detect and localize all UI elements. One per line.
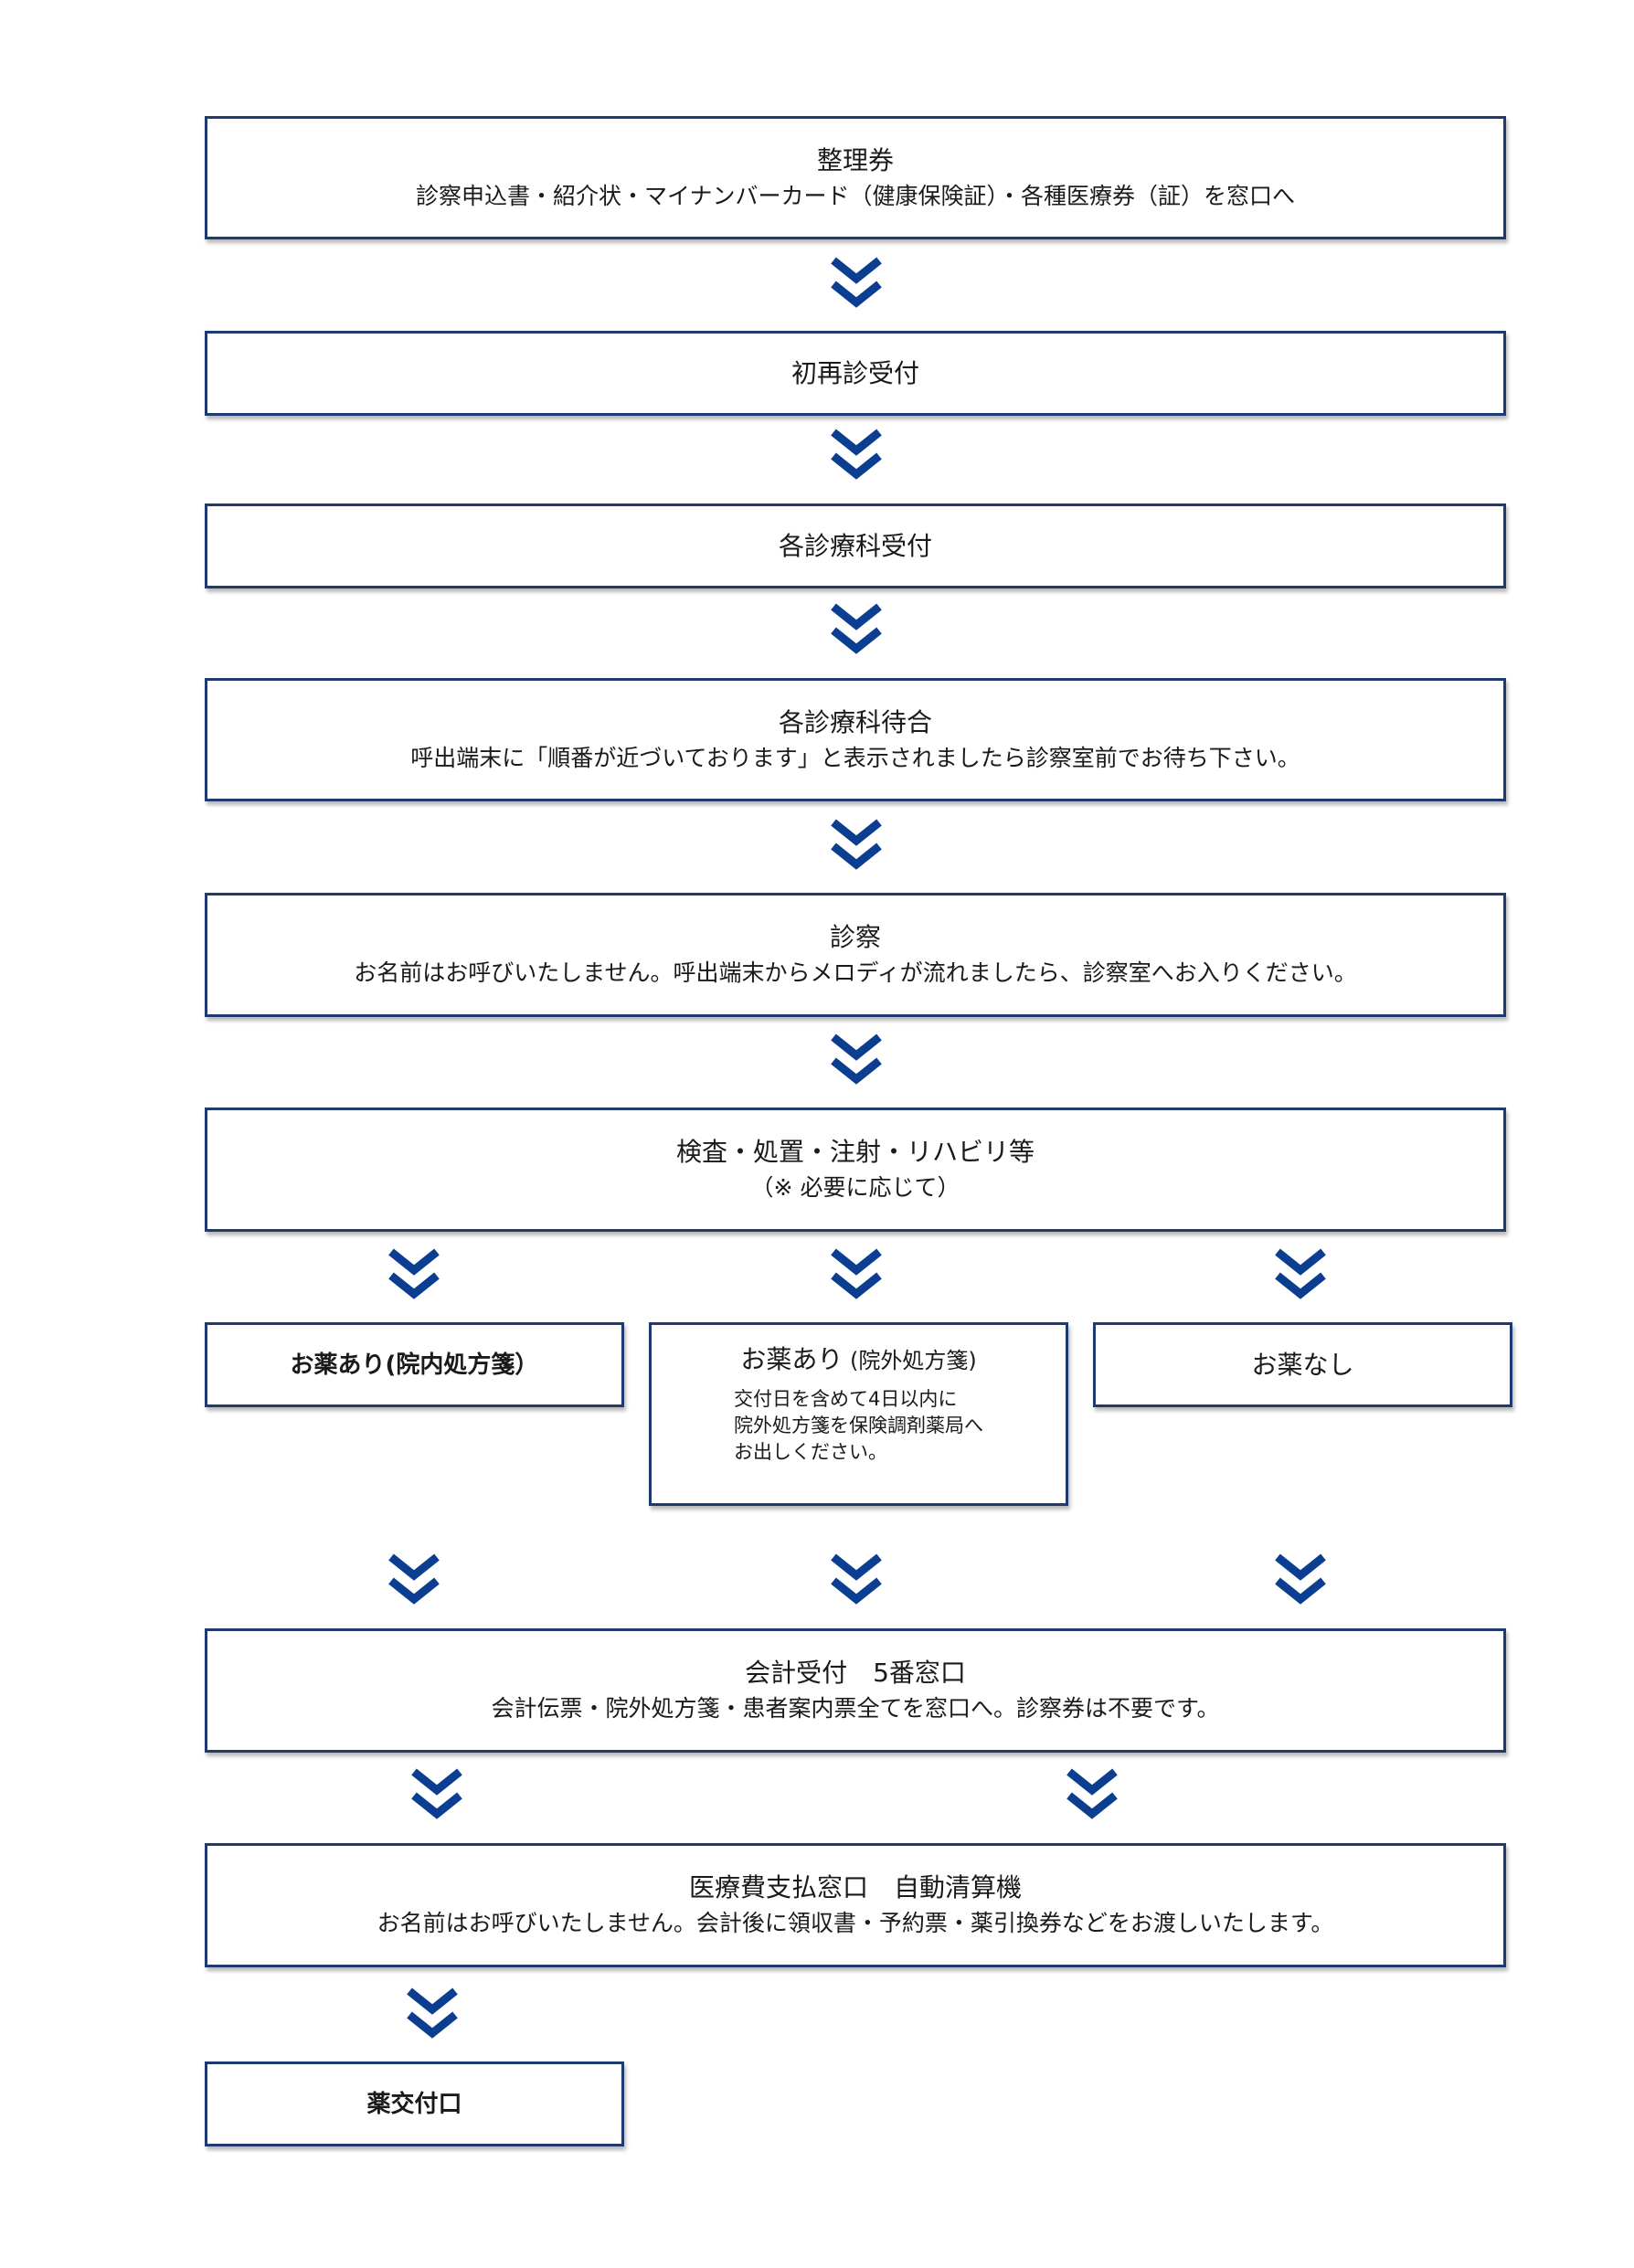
step-medicine-outside-box: お薬あり (院外処方箋) 交付日を含めて4日以内に 院外処方箋を保険調剤薬局へ … bbox=[649, 1322, 1068, 1506]
arrow-down-icon bbox=[829, 1553, 884, 1608]
step-medicine-outside-note-line: 交付日を含めて4日以内に bbox=[734, 1388, 958, 1410]
step-pharmacy-window-title: 薬交付口 bbox=[366, 2090, 462, 2118]
step-tests-title: 検査・処置・注射・リハビリ等 bbox=[675, 1137, 1035, 1167]
step-department-waiting-box: 各診療科待合 呼出端末に「順番が近づいております」と表示されましたら診察室前でお… bbox=[205, 678, 1506, 801]
arrow-down-icon bbox=[829, 429, 884, 483]
arrow-down-icon bbox=[405, 1987, 460, 2042]
step-medicine-outside-note: 交付日を含めて4日以内に 院外処方箋を保険調剤薬局へ お出しください。 bbox=[734, 1386, 983, 1466]
step-no-medicine-title: お薬なし bbox=[1251, 1349, 1354, 1380]
step-department-reception-box: 各診療科受付 bbox=[205, 503, 1506, 588]
step-accounting-subtitle: 会計伝票・院外処方箋・患者案内票全てを窓口へ。診察券は不要です。 bbox=[491, 1695, 1220, 1722]
step-tests-box: 検査・処置・注射・リハビリ等 （※ 必要に応じて） bbox=[205, 1108, 1506, 1232]
step-payment-subtitle: お名前はお呼びいたしません。会計後に領収書・予約票・薬引換券などをお渡しいたしま… bbox=[377, 1910, 1334, 1936]
arrow-down-icon bbox=[829, 1033, 884, 1088]
step-ticket-title: 整理券 bbox=[816, 144, 894, 175]
step-examination-box: 診察 お名前はお呼びいたしません。呼出端末からメロディが流れましたら、診察室へお… bbox=[205, 893, 1506, 1017]
step-department-waiting-subtitle: 呼出端末に「順番が近づいております」と表示されましたら診察室前でお待ち下さい。 bbox=[410, 744, 1300, 771]
arrow-down-icon bbox=[1273, 1248, 1328, 1303]
step-payment-title: 医療費支払窓口 自動清算機 bbox=[688, 1872, 1022, 1902]
step-medicine-outside-title: お薬あり (院外処方箋) bbox=[740, 1341, 976, 1379]
step-medicine-outside-title-paren: (院外処方箋) bbox=[843, 1348, 977, 1373]
step-ticket-subtitle: 診察申込書・紹介状・マイナンバーカード（健康保険証）・各種医療券（証）を窓口へ bbox=[415, 182, 1295, 209]
arrow-down-icon bbox=[829, 257, 884, 312]
arrow-down-icon bbox=[1273, 1553, 1328, 1608]
step-medicine-inhouse-title: お薬あり(院内処方箋） bbox=[290, 1351, 539, 1379]
arrow-down-icon bbox=[387, 1248, 441, 1303]
step-department-reception-title: 各診療科受付 bbox=[778, 530, 932, 561]
step-pharmacy-window-box: 薬交付口 bbox=[205, 2061, 624, 2146]
step-medicine-outside-note-line: お出しください。 bbox=[734, 1441, 887, 1463]
step-medicine-outside-note-line: 院外処方箋を保険調剤薬局へ bbox=[734, 1415, 983, 1436]
step-payment-box: 医療費支払窓口 自動清算機 お名前はお呼びいたしません。会計後に領収書・予約票・… bbox=[205, 1843, 1506, 1967]
arrow-down-icon bbox=[829, 1248, 884, 1303]
step-accounting-box: 会計受付 5番窓口 会計伝票・院外処方箋・患者案内票全てを窓口へ。診察券は不要で… bbox=[205, 1628, 1506, 1753]
arrow-down-icon bbox=[829, 819, 884, 874]
arrow-down-icon bbox=[387, 1553, 441, 1608]
arrow-down-icon bbox=[829, 603, 884, 658]
step-tests-subtitle: （※ 必要に応じて） bbox=[750, 1174, 960, 1201]
step-no-medicine-box: お薬なし bbox=[1093, 1322, 1512, 1407]
step-examination-subtitle: お名前はお呼びいたしません。呼出端末からメロディが流れましたら、診察室へお入りく… bbox=[354, 959, 1357, 986]
step-department-waiting-title: 各診療科待合 bbox=[778, 706, 932, 737]
step-medicine-outside-title-main: お薬あり bbox=[740, 1344, 844, 1374]
step-ticket-box: 整理券 診察申込書・紹介状・マイナンバーカード（健康保険証）・各種医療券（証）を… bbox=[205, 116, 1506, 239]
step-medicine-inhouse-box: お薬あり(院内処方箋） bbox=[205, 1322, 624, 1407]
step-first-revisit-reception-box: 初再診受付 bbox=[205, 331, 1506, 416]
step-first-revisit-reception-title: 初再診受付 bbox=[790, 357, 919, 388]
step-examination-title: 診察 bbox=[829, 922, 881, 952]
arrow-down-icon bbox=[409, 1768, 464, 1823]
step-accounting-title: 会計受付 5番窓口 bbox=[745, 1658, 966, 1688]
arrow-down-icon bbox=[1065, 1768, 1119, 1823]
